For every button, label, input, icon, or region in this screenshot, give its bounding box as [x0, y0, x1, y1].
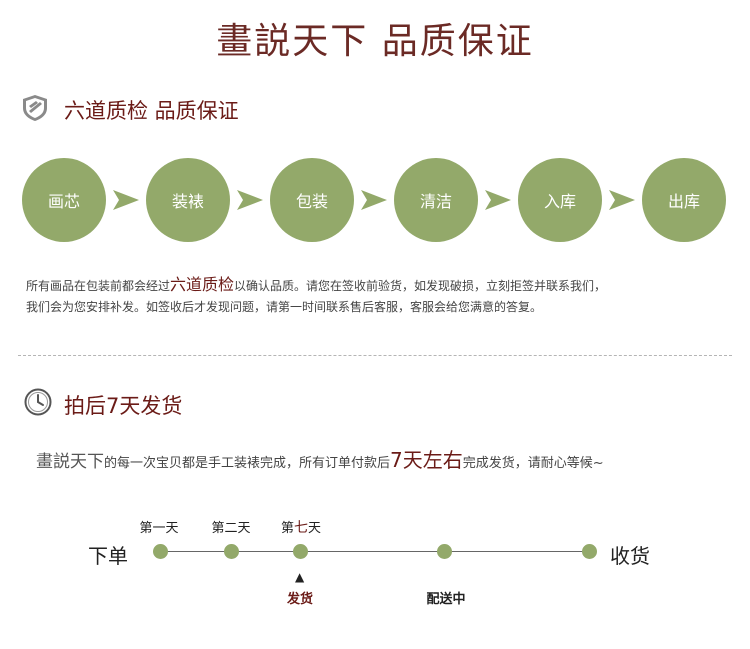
para-text: 所有画品在包装前都会经过: [26, 279, 171, 293]
step-circle-3: 包装: [270, 158, 354, 242]
timeline-end-label: 收货: [610, 544, 650, 568]
para-text: 完成发货，请耐心等候~: [462, 456, 604, 471]
step-circle-1: 画芯: [22, 158, 106, 242]
day-number: 七: [294, 520, 308, 536]
ship-status-label: 发货: [286, 592, 313, 607]
page-title: 畫説天下 品质保证: [216, 21, 534, 62]
timeline-dot: [437, 544, 452, 559]
up-triangle-icon: ▲: [295, 570, 305, 584]
arrow-right-icon: [609, 190, 635, 210]
timeline-dot: [582, 544, 597, 559]
delivery-status-label: 配送中: [426, 592, 466, 607]
divider: [18, 355, 732, 356]
step-circle-4: 清洁: [394, 158, 478, 242]
quality-section-title: 六道质检 品质保证: [64, 99, 239, 123]
timeline-dot: [153, 544, 168, 559]
arrow-right-icon: [361, 190, 387, 210]
para-text: 的每一次宝贝都是手工装裱完成，所有订单付款后: [104, 456, 391, 471]
timeline-day-1: 第一天: [139, 521, 179, 536]
shipping-section-title: 拍后7天发货: [64, 394, 183, 418]
step-label: 画芯: [47, 192, 80, 211]
para-text: 以确认品质。请您在签收前验货，如发现破损，立刻拒签并联系我们，: [234, 279, 607, 293]
para-highlight: 7天左右: [390, 448, 463, 472]
step-label: 入库: [543, 192, 576, 211]
timeline-dot: [293, 544, 308, 559]
step-label: 装裱: [171, 192, 204, 211]
day-prefix: 第: [280, 521, 294, 536]
shield-icon: [23, 95, 47, 121]
timeline-line: [160, 551, 590, 552]
arrow-right-icon: [113, 190, 139, 210]
brand-name: 畫説天下: [36, 452, 104, 472]
step-label: 包装: [295, 192, 328, 211]
para-highlight: 六道质检: [170, 275, 235, 294]
timeline-day-2: 第二天: [211, 521, 251, 536]
timeline-start-label: 下单: [88, 544, 128, 568]
step-circle-5: 入库: [518, 158, 602, 242]
quality-paragraph-line1: 所有画品在包装前都会经过六道质检以确认品质。请您在签收前验货，如发现破损，立刻拒…: [26, 274, 738, 297]
arrow-right-icon: [485, 190, 511, 210]
step-circle-2: 装裱: [146, 158, 230, 242]
quality-paragraph-line2: 我们会为您安排补发。如签收后才发现问题，请第一时间联系售后客服，客服会给您满意的…: [26, 300, 543, 314]
step-circle-6: 出库: [642, 158, 726, 242]
step-label: 出库: [667, 192, 700, 211]
step-label: 清洁: [419, 192, 452, 211]
timeline-dot: [224, 544, 239, 559]
clock-icon: [24, 388, 52, 416]
arrow-right-icon: [237, 190, 263, 210]
shipping-paragraph: 畫説天下的每一次宝贝都是手工装裱完成，所有订单付款后7天左右完成发货，请耐心等候…: [36, 444, 604, 473]
timeline-day-7: 第七天: [266, 517, 336, 537]
day-suffix: 天: [308, 521, 322, 536]
